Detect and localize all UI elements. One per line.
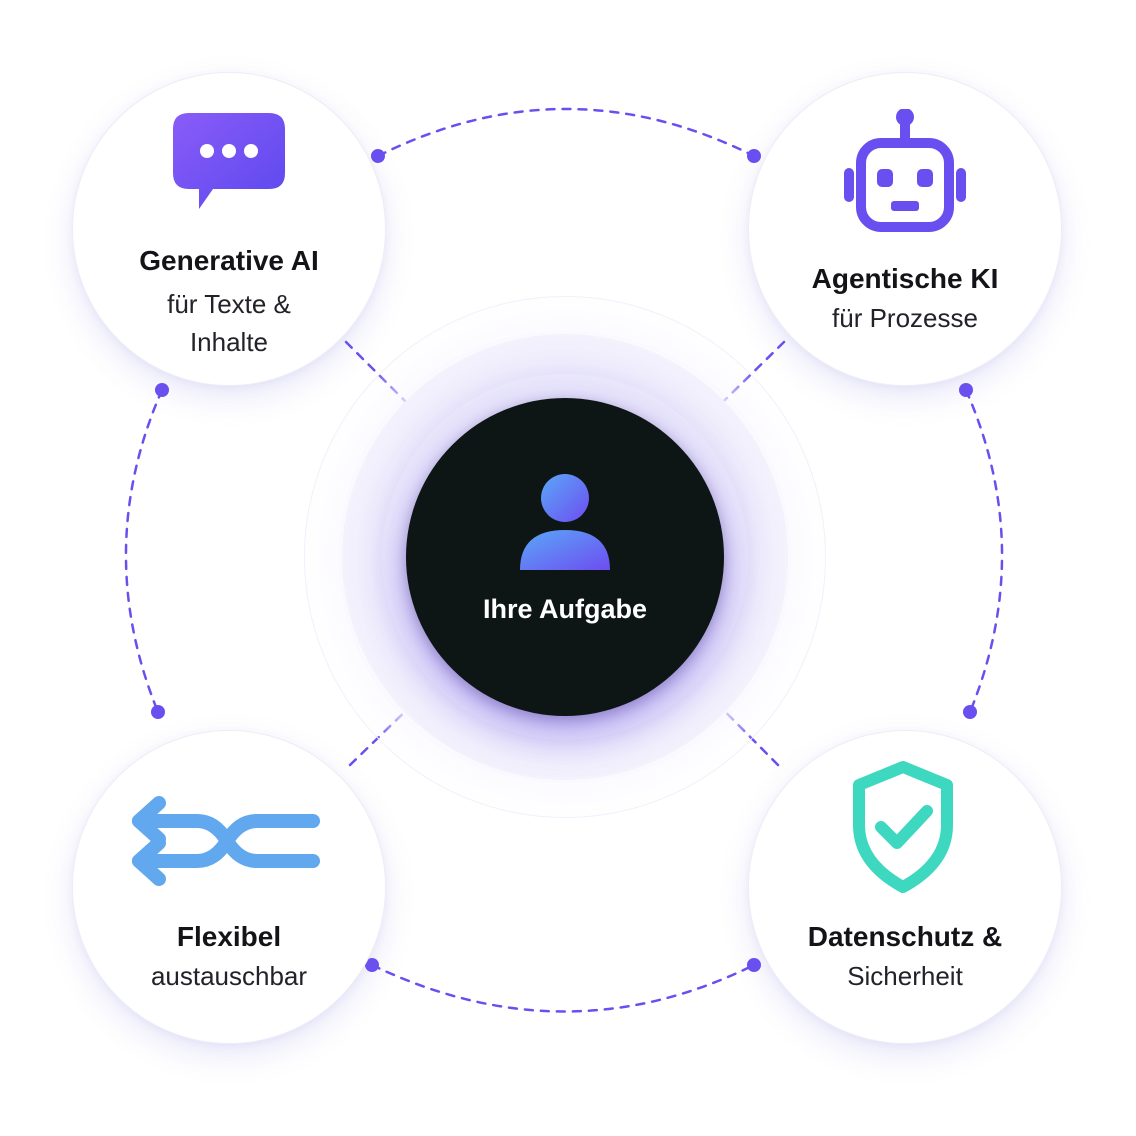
node-datenschutz: Datenschutz & Sicherheit: [748, 730, 1062, 1044]
connector-dot: [747, 149, 761, 163]
node-subtitle: für Texte & Inhalte: [167, 289, 291, 357]
connector-right: [964, 388, 1004, 714]
node-subtitle: Sicherheit: [847, 961, 963, 991]
connector-dot: [371, 149, 385, 163]
node-title: Agentische KI: [811, 263, 999, 294]
connector-bottom: [370, 963, 756, 1013]
node-title: Flexibel: [176, 921, 282, 952]
shuffle-arrows-icon: [132, 796, 320, 886]
connector-top: [376, 107, 756, 158]
node-generative-ai: Generative AI für Texte & Inhalte: [72, 72, 386, 386]
center-label: Ihre Aufgabe: [482, 594, 648, 624]
user-icon: [520, 474, 610, 570]
connector-dot: [959, 383, 973, 397]
connector-dot: [151, 705, 165, 719]
center-node: Ihre Aufgabe: [406, 398, 724, 716]
node-title: Datenschutz &: [807, 921, 1003, 952]
node-agentische-ki: Agentische KI für Prozesse: [748, 72, 1062, 386]
node-flexibel: Flexibel austauschbar: [72, 730, 386, 1044]
node-subtitle: austauschbar: [150, 961, 308, 991]
shield-check-icon: [853, 761, 953, 893]
connector-dot: [365, 958, 379, 972]
chat-bubble-icon: [173, 113, 285, 209]
connector-dot: [747, 958, 761, 972]
node-title: Generative AI: [139, 245, 319, 276]
connector-dot: [963, 705, 977, 719]
connector-dot: [155, 383, 169, 397]
connector-left: [124, 388, 164, 714]
node-subtitle: für Prozesse: [832, 303, 978, 333]
robot-icon: [844, 109, 966, 232]
